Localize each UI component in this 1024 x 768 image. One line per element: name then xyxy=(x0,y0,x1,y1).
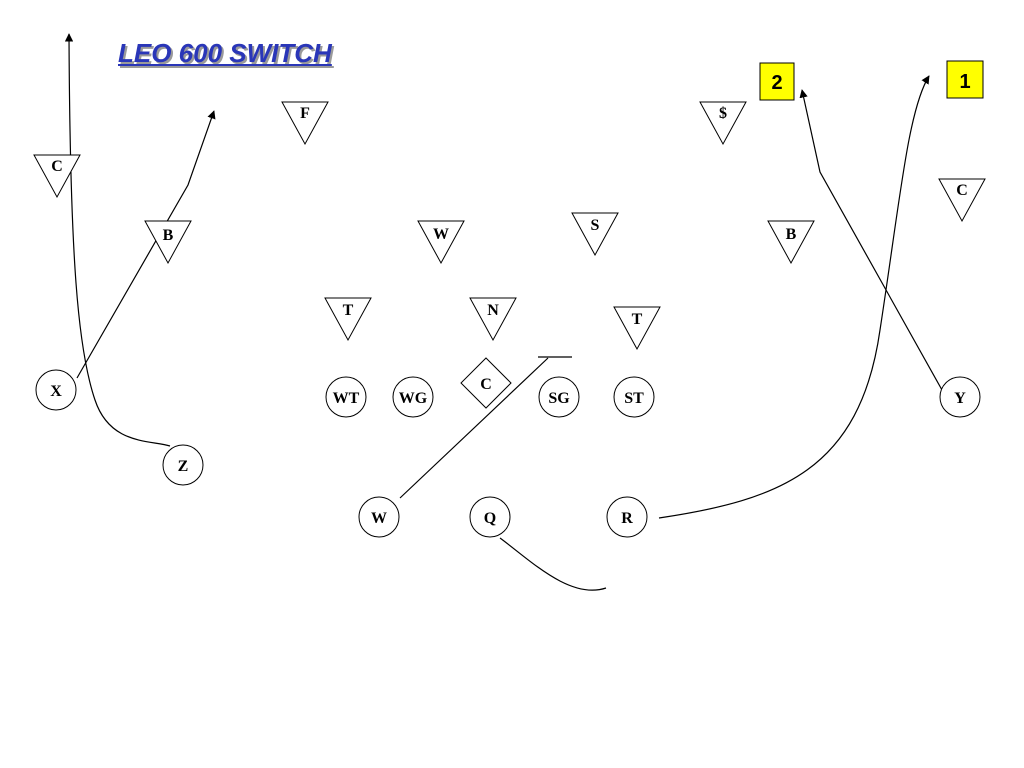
defender-b-left: B xyxy=(144,220,192,265)
svg-text:R: R xyxy=(621,510,633,527)
label-1-text: 1 xyxy=(959,71,970,93)
svg-text:B: B xyxy=(786,226,797,243)
defender-s: S xyxy=(571,212,619,257)
svg-text:Q: Q xyxy=(484,510,496,527)
svg-text:Z: Z xyxy=(178,458,189,475)
svg-text:W: W xyxy=(433,226,449,243)
route-r-wheel xyxy=(658,75,930,519)
player-sg: SG xyxy=(538,376,580,418)
defender-c-left: C xyxy=(33,154,81,199)
player-wt: WT xyxy=(325,376,367,418)
svg-text:C: C xyxy=(956,182,968,199)
route-w-block xyxy=(399,357,549,499)
svg-text:N: N xyxy=(487,302,499,319)
svg-text:F: F xyxy=(300,105,310,122)
player-q: Q xyxy=(469,496,511,538)
svg-text:X: X xyxy=(50,383,62,400)
defender-t-left: T xyxy=(324,297,372,342)
route-x-curl xyxy=(76,110,216,379)
defender-f: F xyxy=(281,101,329,146)
player-c: C xyxy=(460,357,512,409)
defender-w: W xyxy=(417,220,465,265)
player-x: X xyxy=(35,369,77,411)
svg-text:WT: WT xyxy=(333,390,360,407)
svg-text:W: W xyxy=(371,510,387,527)
player-w: W xyxy=(358,496,400,538)
svg-text:$: $ xyxy=(719,105,727,122)
label-box-2: 2 xyxy=(759,62,795,101)
svg-text:SG: SG xyxy=(548,390,570,407)
player-st: ST xyxy=(613,376,655,418)
route-y-post xyxy=(799,89,943,391)
defender-dollar: $ xyxy=(699,101,747,146)
defender-n: N xyxy=(469,297,517,342)
player-r: R xyxy=(606,496,648,538)
route-q-drop xyxy=(499,537,607,591)
label-2-text: 2 xyxy=(771,72,782,94)
svg-text:Y: Y xyxy=(954,390,966,407)
defender-t-right: T xyxy=(613,306,661,351)
svg-text:C: C xyxy=(480,376,492,393)
svg-text:T: T xyxy=(632,311,643,328)
defender-c-right: C xyxy=(938,178,986,223)
svg-text:S: S xyxy=(591,217,600,234)
label-box-1: 1 xyxy=(946,60,984,99)
route-z-go xyxy=(64,33,171,447)
defender-b-right: B xyxy=(767,220,815,265)
player-z: Z xyxy=(162,444,204,486)
svg-text:WG: WG xyxy=(399,390,428,407)
svg-text:T: T xyxy=(343,302,354,319)
svg-text:C: C xyxy=(51,158,63,175)
play-title: LEO 600 SWITCH xyxy=(118,38,332,68)
player-y: Y xyxy=(939,376,981,418)
svg-text:B: B xyxy=(163,227,174,244)
svg-text:ST: ST xyxy=(624,390,644,407)
player-wg: WG xyxy=(392,376,434,418)
